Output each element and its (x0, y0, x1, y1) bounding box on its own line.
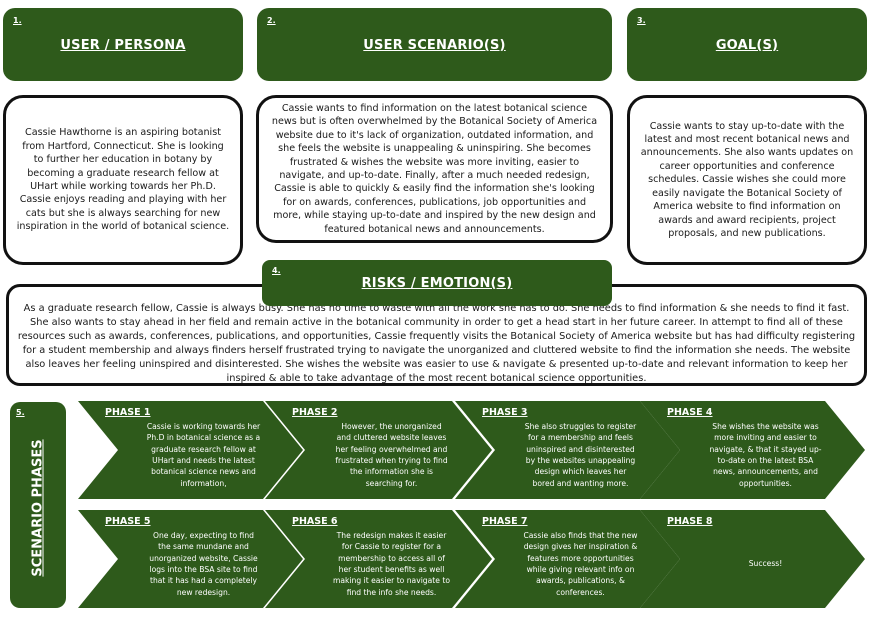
section-title: GOAL(S) (715, 38, 779, 53)
scenario-header: 2. USER SCENARIO(S) (257, 8, 612, 81)
phase-chevron (455, 401, 680, 499)
phase-description: Success! (748, 559, 783, 569)
section-title: USER / PERSONA (60, 38, 186, 53)
phase-chevron (78, 401, 303, 499)
phase-label: PHASE 4 (667, 407, 713, 418)
phase-chevron (455, 510, 680, 608)
risks-header: 4. RISKS / EMOTION(S) (262, 260, 612, 306)
phase-label: PHASE 5 (105, 516, 151, 527)
scenario-card: Cassie wants to find information on the … (256, 95, 613, 243)
phase-label: PHASE 6 (292, 516, 338, 527)
phase-description: She also struggles to register for a mem… (524, 421, 637, 488)
phase-description: One day, expecting to find the same mund… (149, 530, 258, 597)
section-title: RISKS / EMOTION(S) (361, 276, 513, 291)
section-number: 3. (637, 16, 646, 25)
goals-text: Cassie wants to stay up-to-date with the… (640, 120, 854, 239)
section-number: 1. (13, 16, 22, 25)
phase-label: PHASE 2 (292, 407, 338, 418)
phase-description: Cassie is working towards her Ph.D in bo… (146, 421, 261, 488)
phase-description: However, the unorganized and cluttered w… (335, 421, 448, 488)
goals-header: 3. GOAL(S) (627, 8, 867, 81)
phase-description: The redesign makes it easier for Cassie … (333, 530, 450, 597)
risks-text: As a graduate research fellow, Cassie is… (17, 303, 856, 384)
goals-card: Cassie wants to stay up-to-date with the… (627, 95, 867, 265)
scenario-text: Cassie wants to find information on the … (271, 102, 598, 235)
phase-label: PHASE 8 (667, 516, 713, 527)
phase-chevron (78, 510, 303, 608)
section-number: 5. (16, 408, 25, 417)
persona-header: 1. USER / PERSONA (3, 8, 243, 81)
persona-card: Cassie Hawthorne is an aspiring botanist… (3, 95, 243, 265)
phase-label: PHASE 7 (482, 516, 528, 527)
section-number: 2. (267, 16, 276, 25)
phase-label: PHASE 3 (482, 407, 528, 418)
risks-card: As a graduate research fellow, Cassie is… (6, 284, 867, 386)
phase-label: PHASE 1 (105, 407, 151, 418)
phase-description: Cassie also finds that the new design gi… (523, 530, 638, 597)
phase-description: She wishes the website was more inviting… (709, 421, 822, 488)
section-number: 4. (272, 266, 281, 275)
phase-chevron (640, 401, 865, 499)
scenario-phases-label: 5. SCENARIO PHASES (10, 402, 66, 608)
persona-text: Cassie Hawthorne is an aspiring botanist… (16, 127, 230, 233)
section-title: USER SCENARIO(S) (363, 38, 506, 53)
phase-chevron (640, 510, 865, 608)
phase-chevron (265, 401, 492, 499)
phase-chevron (265, 510, 492, 608)
